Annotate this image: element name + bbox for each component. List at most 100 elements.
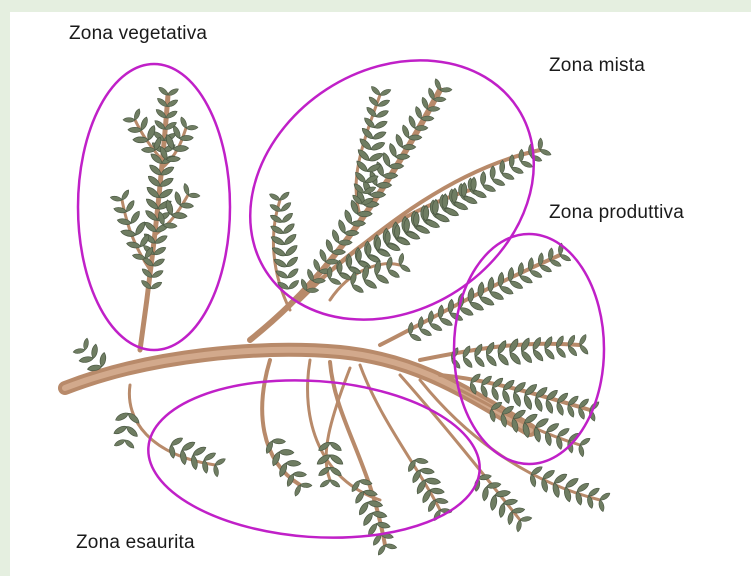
leaflet	[183, 183, 191, 196]
leaflet	[520, 349, 534, 364]
label-zona-produttiva: Zona produttiva	[549, 202, 684, 224]
leaflet	[386, 256, 394, 270]
leaflet	[83, 338, 90, 351]
leaflet	[512, 391, 523, 407]
leaflet	[344, 230, 358, 236]
leaflet	[555, 346, 567, 359]
leaflet	[370, 192, 386, 198]
label-zona-mista: Zona mista	[549, 55, 645, 77]
leaflet	[319, 478, 331, 489]
leaflet	[375, 273, 391, 286]
leaflet	[383, 173, 398, 179]
leaflet	[113, 438, 126, 448]
leaflet	[543, 347, 556, 361]
leaflet	[351, 221, 366, 227]
leaflet	[280, 201, 293, 213]
leaflet	[190, 454, 198, 470]
ellipse-mista	[201, 8, 583, 373]
leaflet	[578, 344, 589, 356]
leaflet	[110, 195, 123, 202]
leaflet	[399, 263, 412, 273]
leaflet	[522, 394, 533, 411]
leaflet	[508, 351, 523, 367]
leaflet	[363, 489, 378, 497]
leaflet	[501, 389, 511, 404]
leaflet	[376, 182, 391, 188]
leaflet	[498, 503, 506, 518]
leaflet	[496, 352, 510, 367]
leaflet	[377, 544, 387, 557]
leaflet	[408, 135, 422, 140]
leaflet	[279, 449, 294, 455]
leaflet	[150, 280, 163, 290]
leaflet	[473, 355, 486, 369]
leaflet	[114, 411, 129, 423]
leaflet	[120, 189, 130, 202]
leaflet	[279, 190, 291, 201]
leaflet	[173, 145, 189, 152]
leaflet	[179, 449, 187, 465]
leaflet	[357, 501, 370, 517]
leaflet	[113, 424, 128, 436]
label-zona-esaurita: Zona esaurita	[76, 532, 195, 554]
leaflet	[408, 322, 414, 335]
leaflet	[372, 130, 388, 141]
leaflet	[285, 255, 299, 268]
leaflet	[485, 353, 499, 367]
leaflet	[272, 438, 286, 444]
leaflet	[281, 211, 295, 224]
leaflet	[351, 283, 365, 294]
leaflet	[286, 460, 301, 466]
leaflet	[293, 471, 307, 477]
leaflet	[123, 118, 135, 123]
leaflet	[363, 278, 379, 291]
leaflet	[188, 193, 200, 198]
leaflet	[91, 344, 99, 359]
leaflet	[538, 138, 543, 150]
leaflet	[387, 268, 401, 279]
leaflet	[373, 260, 382, 276]
leaflet	[461, 356, 473, 369]
leaflet	[117, 217, 132, 226]
leaflet	[516, 520, 523, 533]
leaflet	[99, 352, 107, 367]
leaflet	[428, 311, 435, 325]
leaflet	[179, 135, 193, 141]
leaflet	[79, 356, 94, 364]
leaflet	[174, 191, 183, 206]
leaflet	[389, 163, 404, 169]
leaflet	[370, 140, 386, 152]
leaflet	[329, 478, 341, 489]
leaflet	[286, 267, 300, 280]
leaflet	[169, 445, 176, 459]
leaflet	[284, 243, 299, 257]
leaflet	[414, 125, 427, 130]
leaflet	[269, 224, 284, 236]
label-zona-vegetativa: Zona vegetativa	[69, 23, 207, 45]
leaflet	[368, 151, 384, 163]
leaflet	[283, 232, 298, 246]
leaflet	[490, 166, 496, 180]
leaflet	[447, 299, 454, 314]
leaflet	[578, 444, 585, 457]
leaflet	[598, 499, 605, 512]
leaflet	[420, 467, 435, 474]
leaflet	[375, 109, 389, 119]
leaflet	[300, 483, 312, 488]
leaflet	[287, 279, 300, 291]
leaflet	[520, 516, 533, 523]
leaflet	[327, 267, 332, 280]
leaflet	[418, 316, 424, 329]
leaflet	[437, 305, 444, 319]
leaflet	[362, 511, 375, 527]
leaflet	[129, 210, 141, 225]
leaflet	[186, 125, 198, 130]
leaflet	[338, 240, 352, 246]
leaflet	[531, 348, 545, 362]
leaflet	[480, 171, 486, 185]
leaflet	[554, 335, 565, 349]
leaflet	[213, 465, 220, 478]
leaflet	[376, 521, 391, 529]
leaflet	[395, 154, 409, 160]
